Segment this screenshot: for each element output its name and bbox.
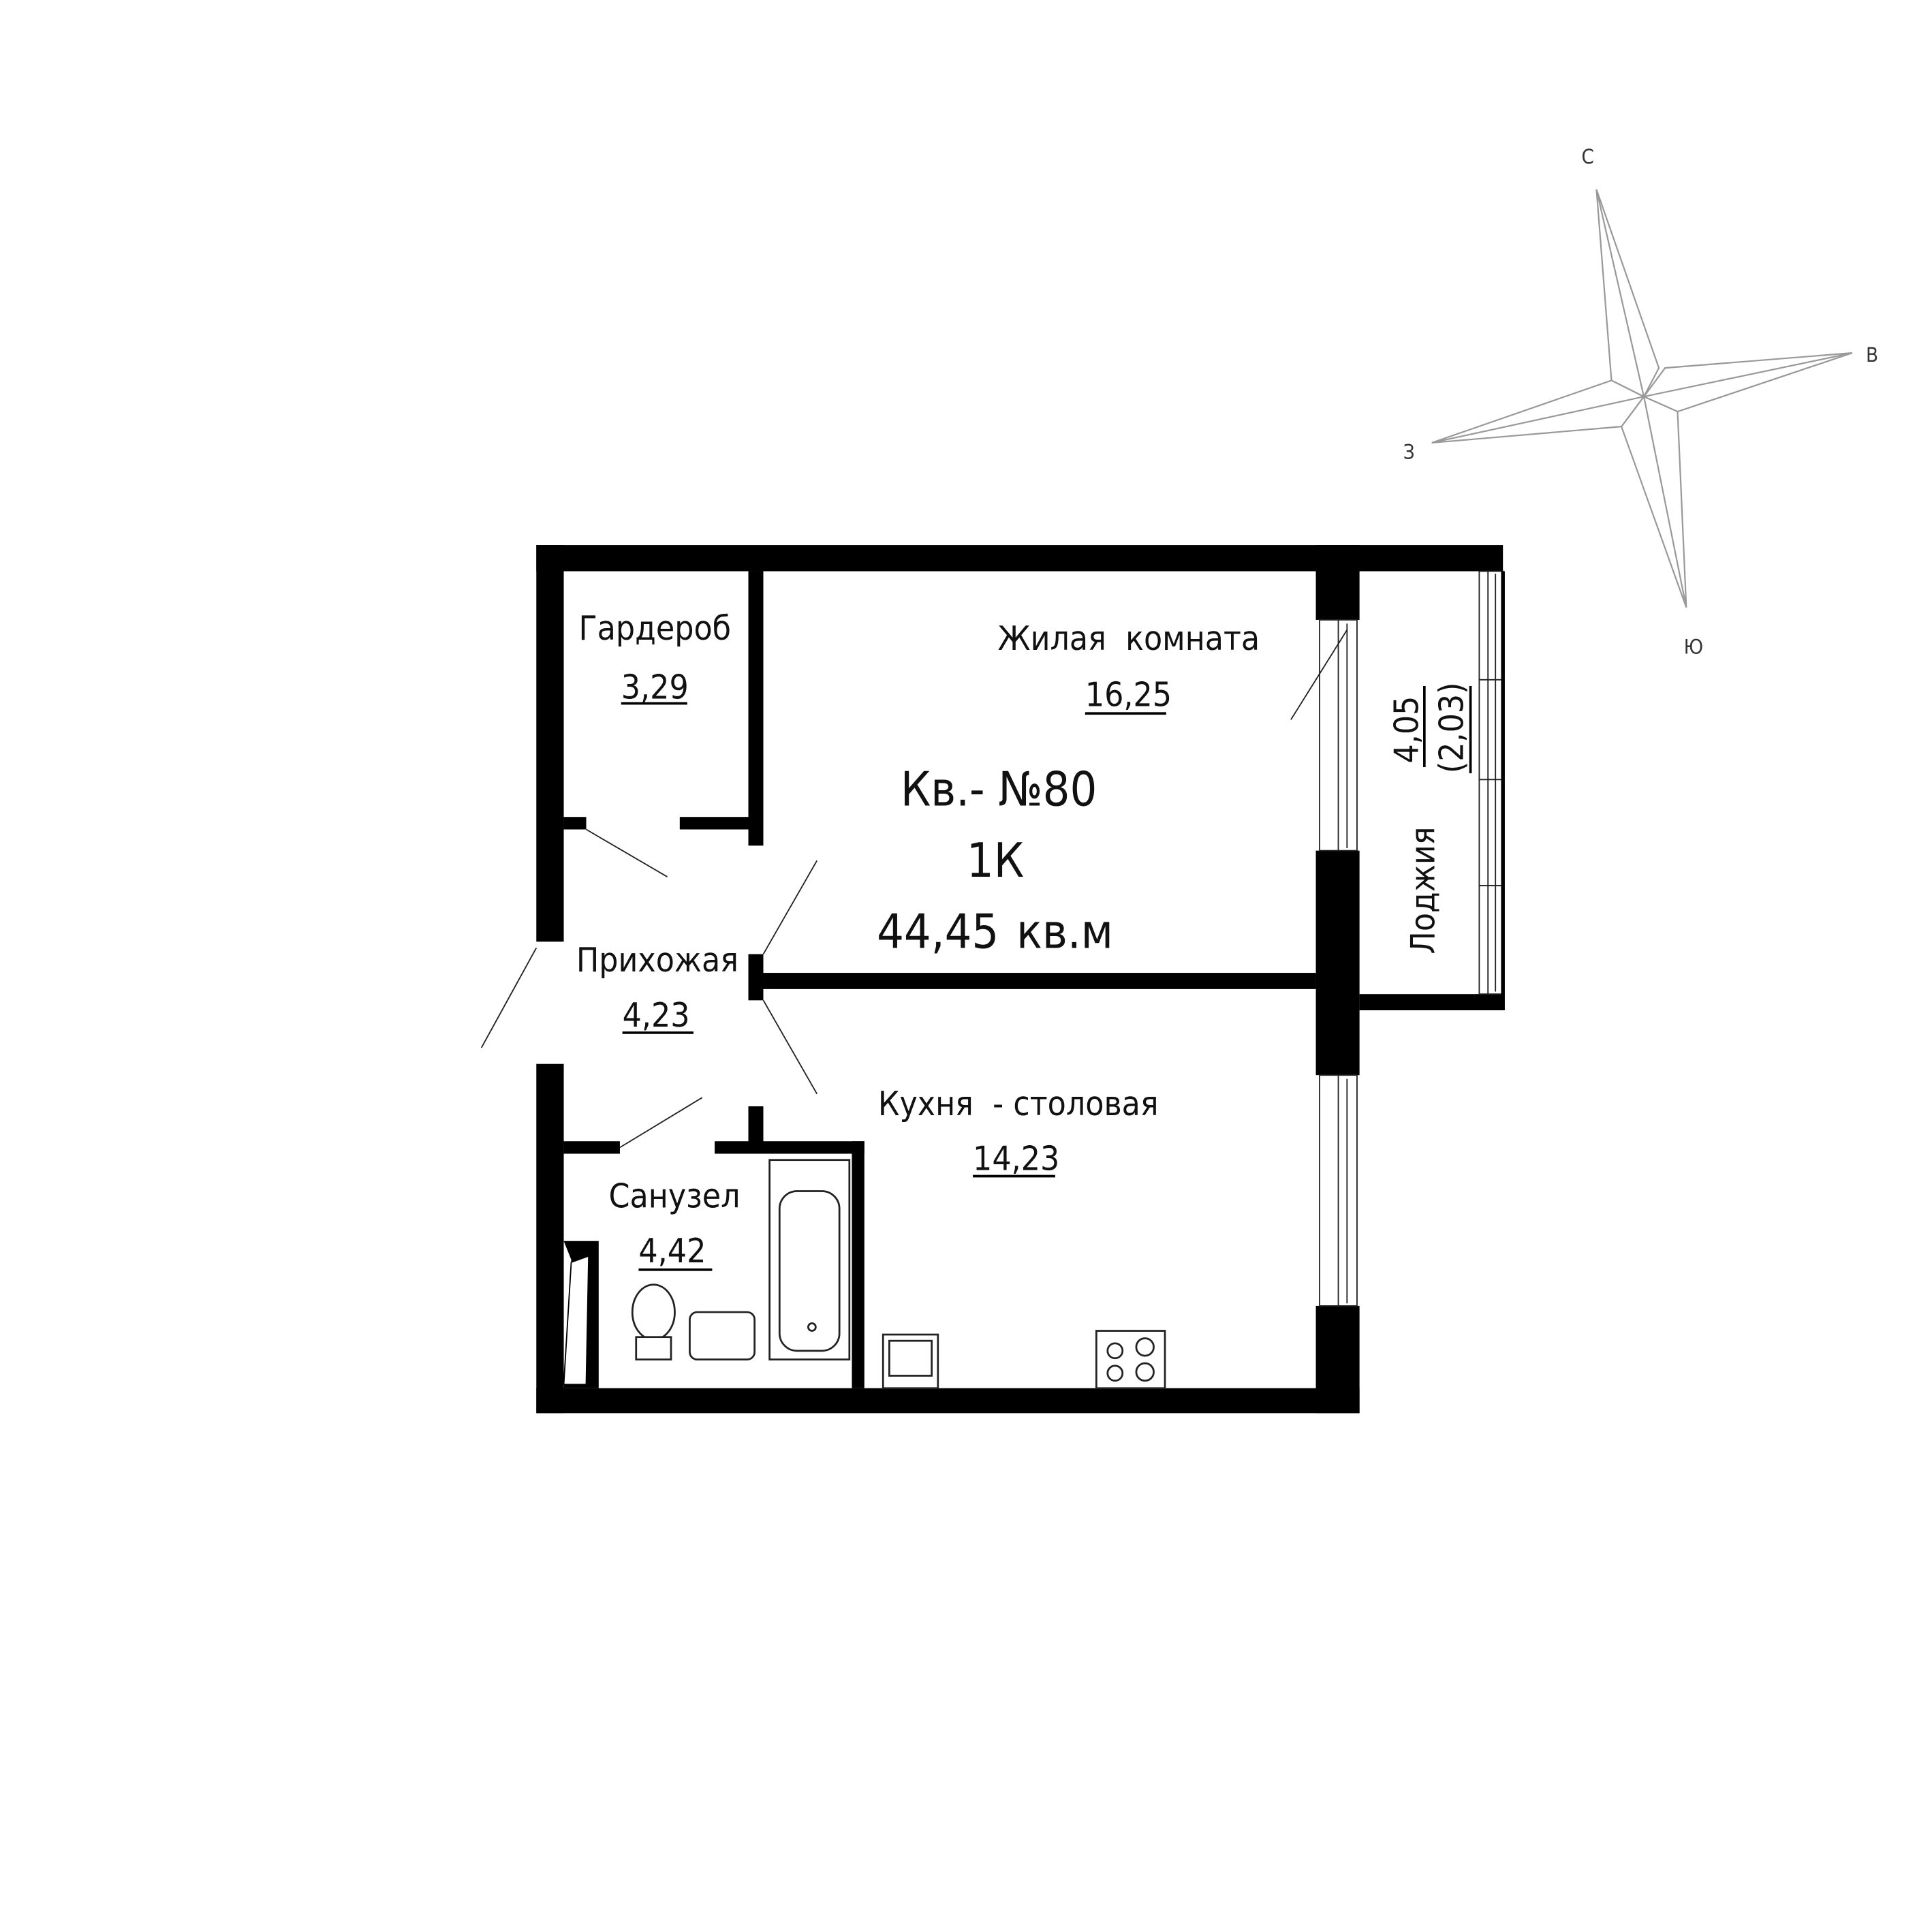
compass-west-label: З <box>1403 441 1415 464</box>
kitchen-name: Кухня - столовая <box>878 1084 1159 1123</box>
living-room-area: 16,25 <box>1085 674 1172 714</box>
living-room-name: Жилая комната <box>998 619 1260 658</box>
windows <box>1319 570 1505 1307</box>
hallway-area: 4,23 <box>623 995 690 1035</box>
walls <box>536 545 1503 1414</box>
bathroom-name: Санузел <box>608 1176 740 1215</box>
washbasin-icon <box>689 1311 756 1361</box>
compass-east-label: В <box>1866 343 1878 367</box>
apartment-total-area: 44,45 <box>877 904 999 959</box>
area-unit: кв.м <box>1016 904 1113 959</box>
apartment-type: 1К <box>967 833 1024 888</box>
compass-south-label: Ю <box>1684 635 1703 658</box>
loggia-name: Лоджия <box>1403 827 1442 954</box>
apartment-number: Кв.- №80 <box>901 762 1097 817</box>
bathtub-icon <box>768 1159 851 1361</box>
door-swings <box>480 629 1348 1149</box>
bathroom-area: 4,42 <box>638 1231 706 1271</box>
wardrobe-area: 3,29 <box>621 667 689 706</box>
wardrobe-name: Гардероб <box>579 608 732 648</box>
compass-rose-icon <box>1431 189 1853 608</box>
compass-north-label: С <box>1582 145 1594 168</box>
loggia-reduced-area: (2,03) <box>1432 682 1471 773</box>
kitchen-sink-icon <box>882 1333 939 1390</box>
toilet-icon <box>631 1283 676 1361</box>
stove-icon <box>1095 1330 1166 1390</box>
hallway-name: Прихожая <box>576 940 738 980</box>
kitchen-area: 14,23 <box>973 1138 1059 1178</box>
loggia-area: 4,05 <box>1387 696 1427 764</box>
